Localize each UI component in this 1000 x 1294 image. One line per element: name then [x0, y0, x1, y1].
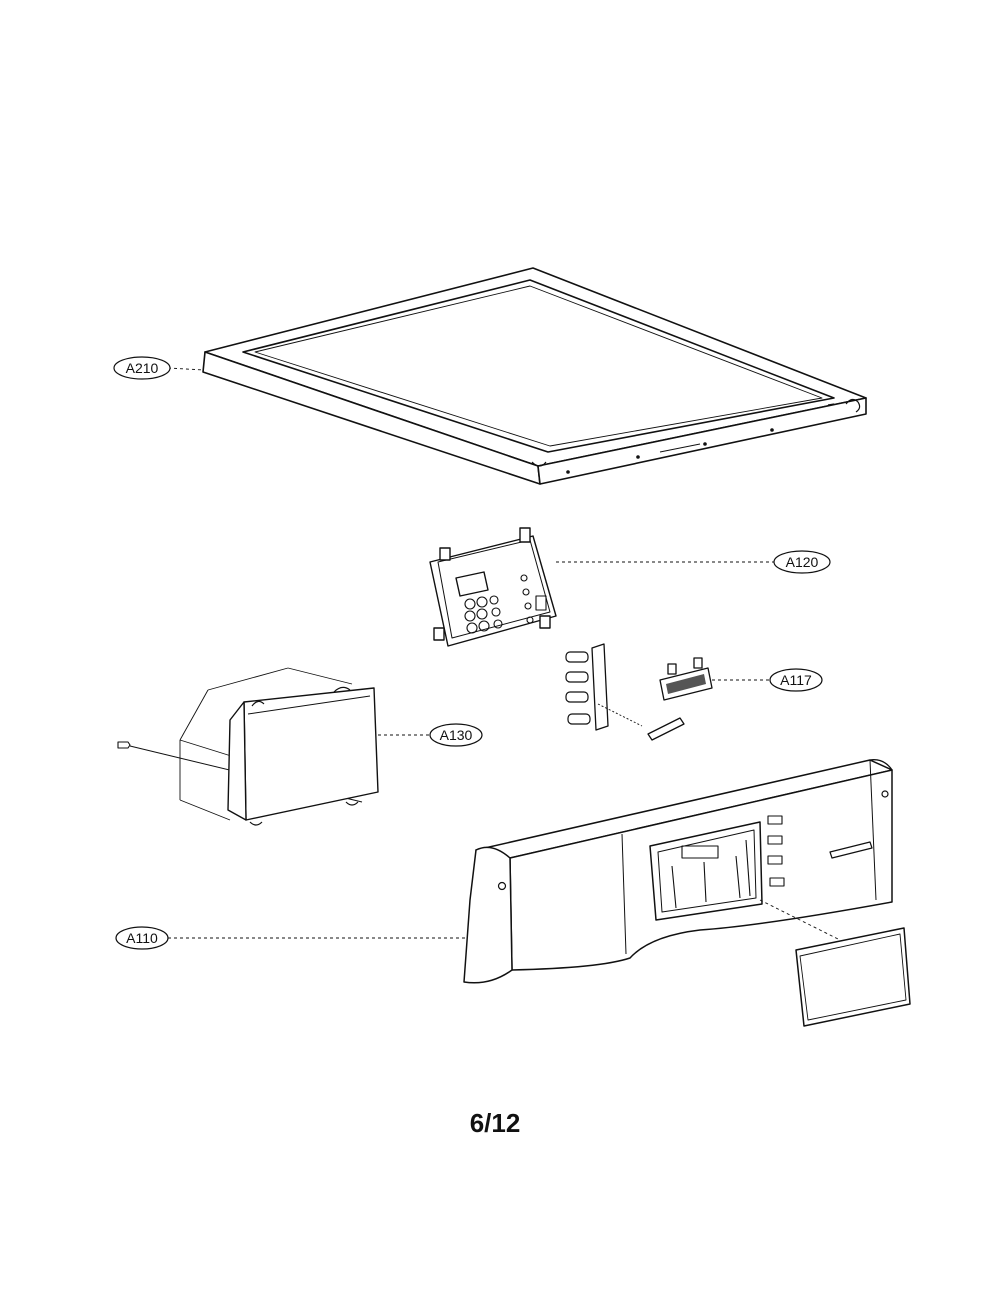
button-strip-part: [565, 643, 685, 741]
control-panel-part: [463, 759, 893, 984]
callout-a130: A130: [429, 723, 483, 747]
top-cover-part: [202, 267, 867, 485]
button-assembly-part: [659, 657, 713, 701]
callout-label-a117: A117: [780, 672, 812, 688]
callout-label-a130: A130: [440, 727, 473, 743]
callout-label-a110: A110: [126, 930, 158, 946]
callout-a120: A120: [773, 550, 831, 574]
callout-oval: [769, 668, 823, 692]
pcb-assembly-part: [429, 527, 557, 647]
callout-a117: A117: [769, 668, 823, 692]
callout-oval: [115, 926, 169, 950]
callout-oval: [773, 550, 831, 574]
callout-a210: A210: [113, 356, 171, 380]
leader-lines: [167, 367, 776, 939]
page-number: 6/12: [469, 1108, 521, 1138]
leader-line-a210: [167, 367, 205, 371]
callout-a110: A110: [115, 926, 169, 950]
callout-label-a210: A210: [126, 360, 159, 376]
callout-oval: [113, 356, 171, 380]
callout-oval: [429, 723, 483, 747]
detergent-drawer-part: [117, 667, 379, 826]
callout-label-a120: A120: [786, 554, 819, 570]
display-lens-part: [759, 899, 911, 1027]
